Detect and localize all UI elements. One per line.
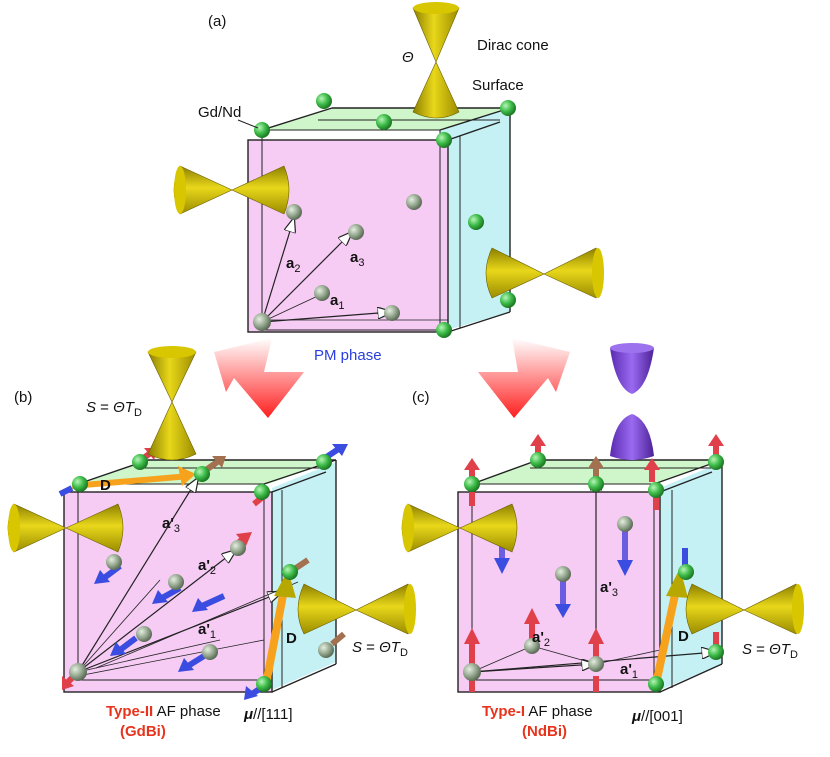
spin-arrow [178,653,206,672]
spin-arrow [588,456,604,480]
vector-a2-prime [77,550,236,673]
phase-label-b: Type-II AF phase [106,703,221,720]
spin-arrow [204,456,226,473]
moment-direction-b: μ//[111] [243,706,293,723]
gapped-band-lower [610,414,654,460]
spin-arrow [653,494,659,510]
vector-a2-prime [471,664,596,673]
lattice-vectors [77,478,299,673]
dirac-cone-right [297,583,416,635]
spin-arrow [708,434,724,458]
vector-a2 [261,218,294,323]
d-vector-side [262,570,296,685]
gapped-band-upper [610,343,654,394]
vector-label-a2: a2 [286,255,300,275]
d-label: D [678,628,689,645]
vector-label-a3-prime: a'3 [162,515,180,535]
spin-arrow [617,530,633,576]
transition-arrow-left [214,338,304,418]
dirac-cone-top [412,2,460,119]
vector-a1 [261,312,392,323]
moment-direction-c: μ//[001] [631,708,683,725]
spin-arrow [524,608,540,650]
spin-arrow [588,628,604,670]
d-vector-top [71,466,196,489]
atoms [253,93,516,338]
spin-arrow [58,485,74,497]
spin-arrow [110,635,138,656]
vector-label-a2-prime: a'2 [532,629,550,649]
spin-arrow [682,548,688,568]
vector-a3 [261,232,352,323]
d-label-top: D [100,477,111,494]
spin-arrow [464,458,480,482]
spins [464,434,724,692]
vector-label-a1-prime: a'1 [620,661,638,681]
dirac-cone-left [401,503,518,553]
theta-label: Θ [402,49,414,66]
dirac-cone-left [7,503,124,553]
spin-arrow [469,676,475,692]
vector-label-a2-prime: a'2 [198,557,216,577]
spin-arrow [192,593,226,612]
surface-label: Surface [472,77,524,94]
material-label-c: (NdBi) [522,723,567,740]
vector-label-a3: a3 [350,249,364,269]
transition-arrows [214,338,570,418]
panel-c: (c) a'3 a'2 a'1 D S = ΘTD Type-I AF phas… [401,343,804,740]
symmetry-label-right: S = ΘTD [352,639,408,659]
atom-label: Gd/Nd [198,104,241,121]
vector-label-a3-prime: a'3 [600,579,618,599]
dirac-cone-right [685,583,804,635]
dirac-cone-right [485,247,604,299]
spin-arrow [713,632,719,650]
panel-a: (a) Dirac cone Θ Surface Gd/Nd a2 a3 a1 … [173,2,604,364]
cube-edges [247,107,511,333]
vector-label-a1-prime: a'1 [198,621,216,641]
spin-arrow [593,676,599,692]
side-face [272,462,336,690]
dirac-cone-top [147,346,197,461]
transition-arrow-right [478,338,570,418]
symmetry-label-top: S = ΘTD [86,399,142,419]
panel-b: (b) S = ΘTD D a'3 a'2 a'1 D S = ΘTD Type… [7,346,416,740]
symmetry-label-right: S = ΘTD [742,641,798,661]
material-label-b: (GdBi) [120,723,166,740]
dirac-cone-left [173,165,290,215]
d-vector [652,568,688,685]
spin-arrow [469,492,475,506]
panel-a-label: (a) [208,13,226,30]
phase-label-c: Type-I AF phase [482,703,593,720]
spin-arrow [330,631,346,647]
lattice-vectors [261,218,392,323]
pm-phase-label: PM phase [314,347,382,364]
spin-arrow [530,434,546,458]
dirac-cone-label: Dirac cone [477,37,549,54]
spin-arrow [555,580,571,618]
panel-c-label: (c) [412,389,430,406]
spin-arrow [644,458,660,482]
panel-b-label: (b) [14,389,32,406]
d-label-side: D [286,630,297,647]
spin-arrow [464,628,480,670]
atoms [69,454,334,692]
vector-a3-prime [77,478,198,673]
cube-edges [457,459,723,693]
vector-label-a1: a1 [330,292,344,312]
